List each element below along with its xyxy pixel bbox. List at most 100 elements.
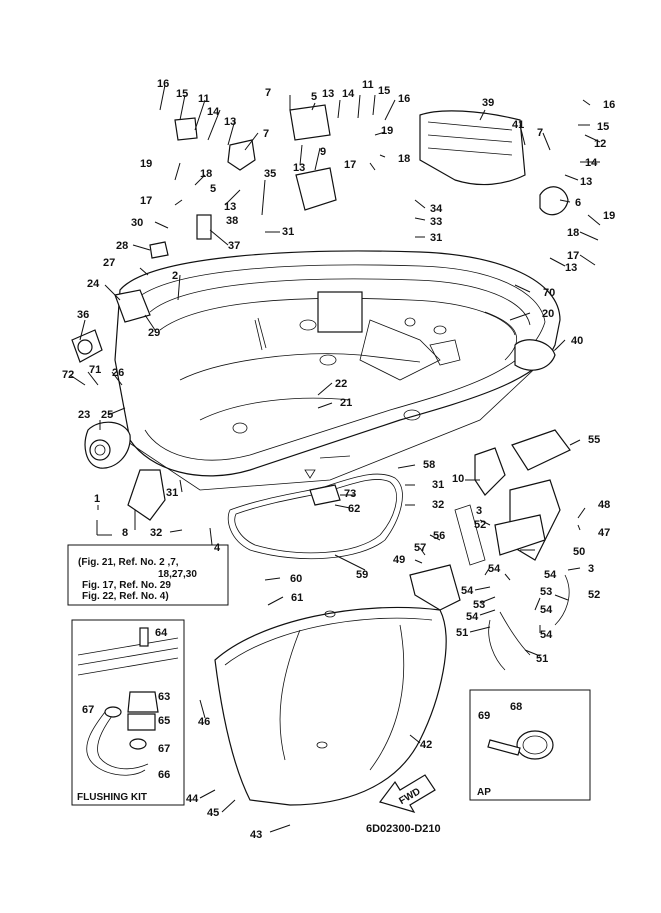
apron-cover (214, 606, 447, 806)
callout-37: 37 (228, 240, 240, 252)
reference-note-box: (Fig. 21, Ref. No. 2 ,7, 18,27,30 Fig. 1… (67, 520, 229, 606)
callout-16: 16 (603, 99, 615, 111)
callout-54: 54 (540, 629, 553, 641)
callout-67: 67 (82, 704, 94, 716)
callout-9: 9 (320, 146, 326, 158)
callout-41: 41 (512, 119, 524, 131)
callout-69: 69 (478, 710, 490, 722)
callout-7: 7 (265, 87, 271, 99)
callout-68: 68 (510, 701, 522, 713)
ap-inset: AP (469, 689, 591, 801)
callout-16: 16 (157, 78, 169, 90)
callout-59: 59 (356, 569, 368, 581)
callout-17: 17 (344, 159, 356, 171)
flushing-kit-label: FLUSHING KIT (77, 792, 147, 803)
callout-20: 20 (542, 308, 554, 320)
callout-13: 13 (293, 162, 305, 174)
callout-7: 7 (537, 127, 543, 139)
callout-31: 31 (430, 232, 442, 244)
callout-numbers: 16 15 11 14 13 7 19 18 5 13 17 35 38 30 … (62, 78, 615, 841)
callout-15: 15 (176, 88, 188, 100)
callout-23: 23 (78, 409, 90, 421)
callout-45: 45 (207, 807, 219, 819)
callout-39: 39 (482, 97, 494, 109)
callout-51: 51 (456, 627, 468, 639)
callout-17: 17 (140, 195, 152, 207)
callout-38: 38 (226, 215, 238, 227)
callout-13: 13 (565, 262, 577, 274)
callout-71: 71 (89, 364, 101, 376)
callout-19: 19 (603, 210, 615, 222)
callout-66: 66 (158, 769, 170, 781)
callout-54: 54 (461, 585, 474, 597)
callout-54: 54 (544, 569, 557, 581)
callout-57: 57 (414, 542, 426, 554)
note-line-2: 18,27,30 (158, 569, 197, 580)
callout-13: 13 (322, 88, 334, 100)
leader-lines (69, 84, 601, 833)
callout-48: 48 (598, 499, 610, 511)
callout-19: 19 (140, 158, 152, 170)
callout-72: 72 (62, 369, 74, 381)
callout-54: 54 (466, 611, 479, 623)
callout-32: 32 (150, 527, 162, 539)
callout-65: 65 (158, 715, 170, 727)
callout-73: 73 (344, 488, 356, 500)
callout-13: 13 (580, 176, 592, 188)
callout-55: 55 (588, 434, 600, 446)
note-line-4: Fig. 22, Ref. No. 4) (82, 591, 169, 602)
callout-13: 13 (224, 201, 236, 213)
callout-35: 35 (264, 168, 276, 180)
callout-4: 4 (214, 542, 221, 554)
callout-14: 14 (342, 88, 355, 100)
callout-5: 5 (210, 183, 216, 195)
callout-52: 52 (474, 519, 486, 531)
callout-42: 42 (420, 739, 432, 751)
callout-44: 44 (186, 793, 199, 805)
callout-47: 47 (598, 527, 610, 539)
ap-label: AP (477, 787, 491, 798)
callout-49: 49 (393, 554, 405, 566)
callout-27: 27 (103, 257, 115, 269)
callout-32: 32 (432, 499, 444, 511)
fwd-arrow: FWD (379, 774, 436, 813)
callout-29: 29 (148, 327, 160, 339)
callout-6: 6 (575, 197, 581, 209)
callout-10: 10 (452, 473, 464, 485)
callout-28: 28 (116, 240, 128, 252)
callout-21: 21 (340, 397, 352, 409)
callout-36: 36 (77, 309, 89, 321)
callout-18: 18 (567, 227, 579, 239)
callout-40: 40 (571, 335, 583, 347)
callout-56: 56 (433, 530, 445, 542)
callout-62: 62 (348, 503, 360, 515)
callout-1: 1 (94, 493, 100, 505)
callout-30: 30 (131, 217, 143, 229)
callout-15: 15 (378, 85, 390, 97)
callout-61: 61 (291, 592, 303, 604)
callout-31: 31 (282, 226, 294, 238)
callout-22: 22 (335, 378, 347, 390)
callout-31: 31 (432, 479, 444, 491)
callout-53: 53 (540, 586, 552, 598)
callout-31: 31 (166, 487, 178, 499)
callout-60: 60 (290, 573, 302, 585)
callout-50: 50 (573, 546, 585, 558)
callout-5: 5 (311, 91, 317, 103)
callout-54: 54 (488, 563, 501, 575)
note-line-3: Fig. 17, Ref. No. 29 (82, 580, 171, 591)
callout-7: 7 (263, 128, 269, 140)
callout-43: 43 (250, 829, 262, 841)
callout-70: 70 (543, 287, 555, 299)
callout-19: 19 (381, 125, 393, 137)
drawing-code: 6D02300-D210 (366, 823, 441, 835)
note-line-1: (Fig. 21, Ref. No. 2 ,7, (78, 557, 179, 568)
flushing-kit-inset: FLUSHING KIT (71, 619, 185, 806)
callout-51: 51 (536, 653, 548, 665)
callout-33: 33 (430, 216, 442, 228)
callout-8: 8 (122, 527, 128, 539)
callout-64: 64 (155, 627, 168, 639)
callout-12: 12 (594, 138, 606, 150)
callout-18: 18 (398, 153, 410, 165)
